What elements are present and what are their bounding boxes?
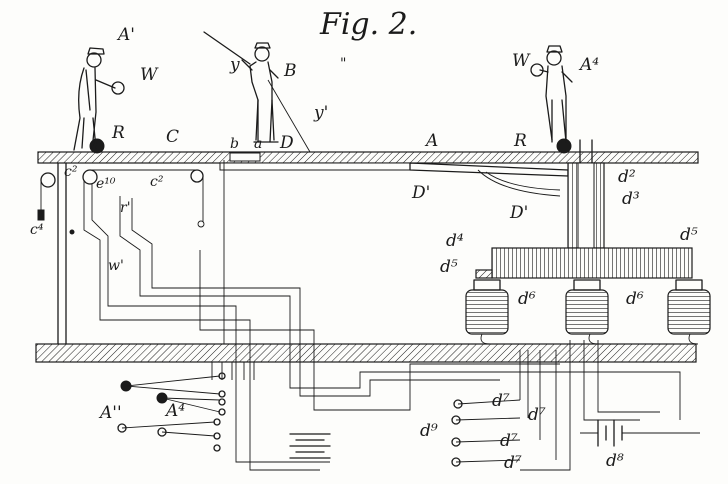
battery-right <box>580 419 700 447</box>
label-d5-left: d⁵ <box>440 257 458 277</box>
label-d9: d⁹ <box>420 421 438 441</box>
ball-right <box>556 138 572 154</box>
label-R-right: R <box>513 131 527 151</box>
label-w-prime: w' <box>108 258 124 274</box>
pitcher-figure-left <box>73 47 125 151</box>
label-r-prime: r' <box>120 200 131 216</box>
electromagnet-left <box>465 279 509 335</box>
commutator-plate <box>491 247 693 279</box>
batter-figure <box>203 31 311 153</box>
label-d7-b: d⁷ <box>528 405 546 425</box>
label-D: D <box>279 133 294 153</box>
label-c2-lower: c² <box>150 174 164 190</box>
label-R-left: R <box>111 123 125 143</box>
label-A-prime: A' <box>116 25 135 45</box>
cord-weight-ring <box>197 220 205 228</box>
weight-c4 <box>37 209 45 221</box>
label-d6-left: d⁶ <box>518 289 536 309</box>
label-W-left: W <box>140 65 159 85</box>
label-y-prime: y' <box>313 103 328 123</box>
label-c4: c⁴ <box>30 222 44 238</box>
label-D-prime-1: D' <box>411 183 430 203</box>
label-d7-a: d⁷ <box>492 391 510 411</box>
pulley-e10 <box>82 169 98 185</box>
label-y: y <box>229 55 240 75</box>
switch-bank-right <box>451 340 660 471</box>
electromagnet-right <box>667 279 711 335</box>
label-d4: d⁴ <box>446 231 464 251</box>
label-d2: d² <box>618 167 636 187</box>
pulley-left <box>40 172 56 188</box>
label-d3: d³ <box>622 189 640 209</box>
commutator-edge <box>475 269 493 279</box>
label-d5-right: d⁵ <box>680 225 698 245</box>
battery-left <box>289 433 331 459</box>
label-A4-bottom: A⁴ <box>164 401 185 421</box>
label-B: B <box>283 61 297 81</box>
solenoid-core <box>577 162 595 249</box>
pitcher-figure-right <box>530 45 573 143</box>
electromagnet-center <box>565 279 609 335</box>
upper-deck <box>37 151 699 164</box>
ball-left <box>89 138 105 154</box>
label-d7-c: d⁷ <box>500 431 518 451</box>
plate-b <box>229 152 261 162</box>
label-C: C <box>166 127 179 147</box>
track-slot <box>219 162 411 171</box>
label-A-center: A <box>424 131 438 151</box>
label-d8: d⁸ <box>606 451 624 471</box>
label-e10: e¹⁰ <box>96 176 116 192</box>
pulley-right <box>190 169 204 183</box>
label-d6-right: d⁶ <box>626 289 644 309</box>
post-knob <box>69 229 75 235</box>
label-A4-top: A⁴ <box>578 55 599 75</box>
switch-bank-left <box>117 372 226 452</box>
label-D-prime-2: D' <box>509 203 528 223</box>
tube-curve <box>477 169 561 197</box>
magnet-feet <box>480 333 699 345</box>
label-a: a <box>254 136 262 152</box>
figure-title: Fig. 2. <box>319 7 417 42</box>
label-c2-upper: c² <box>64 164 78 180</box>
base-board <box>35 343 697 363</box>
label-d7-d: d⁷ <box>504 453 522 473</box>
label-A-double-prime: A'' <box>98 403 122 423</box>
label-b: b <box>230 136 239 152</box>
label-W-right: W <box>512 51 531 71</box>
label-tick: " <box>340 56 346 72</box>
